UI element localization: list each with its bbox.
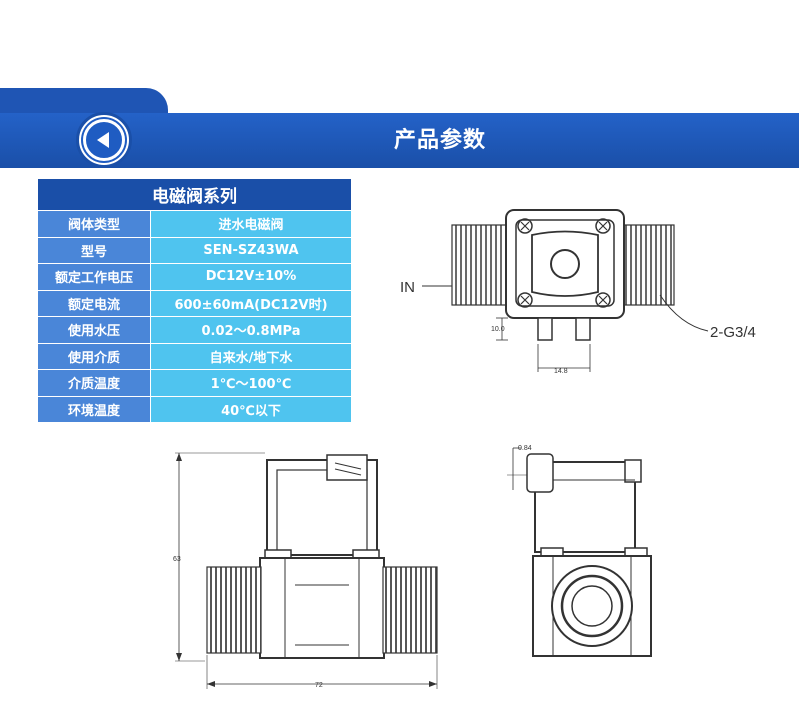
spec-value: 进水电磁阀 bbox=[150, 210, 352, 238]
spec-value: 0.02～0.8MPa bbox=[150, 316, 352, 344]
thread-size-label: 2-G3/4 bbox=[710, 324, 756, 341]
dimension-offset-label: 0.84 bbox=[518, 445, 532, 452]
spec-label: 额定工作电压 bbox=[37, 263, 151, 291]
spec-value: SEN-SZ43WA bbox=[150, 236, 352, 264]
spec-label: 使用介质 bbox=[37, 342, 151, 370]
spec-label: 型号 bbox=[37, 236, 151, 264]
spec-label: 环境温度 bbox=[37, 395, 151, 423]
page-title: 产品参数 bbox=[393, 128, 486, 153]
spec-value: 600±60mA(DC12V时) bbox=[150, 289, 352, 317]
header-banner bbox=[0, 113, 799, 168]
spec-value: DC12V±10% bbox=[150, 263, 352, 291]
dimension-height-label: 63 bbox=[173, 556, 181, 563]
spec-table-title: 电磁阀系列 bbox=[37, 178, 352, 211]
chevron-left-icon bbox=[83, 119, 125, 161]
valve-top-view-drawing: IN 2-G3/4 10.0 14.8 bbox=[400, 209, 756, 375]
valve-front-view-drawing: 63 72 bbox=[173, 452, 438, 689]
table-row: 阀体类型进水电磁阀 bbox=[37, 210, 352, 238]
inlet-label: IN bbox=[400, 279, 415, 296]
dimension-height-label: 10.0 bbox=[491, 326, 505, 333]
spec-value: 40℃以下 bbox=[150, 395, 352, 423]
spec-label: 额定电流 bbox=[37, 289, 151, 317]
valve-side-view-drawing: 0.84 bbox=[507, 445, 652, 657]
table-row: 使用介质自来水/地下水 bbox=[37, 342, 352, 370]
spec-label: 使用水压 bbox=[37, 316, 151, 344]
spec-value: 自来水/地下水 bbox=[150, 342, 352, 370]
spec-value: 1℃～100℃ bbox=[150, 369, 352, 397]
dimension-width-label: 14.8 bbox=[554, 368, 568, 375]
spec-label: 介质温度 bbox=[37, 369, 151, 397]
back-button[interactable] bbox=[76, 112, 132, 168]
spec-label: 阀体类型 bbox=[37, 210, 151, 238]
dimension-width-label: 72 bbox=[315, 682, 323, 689]
